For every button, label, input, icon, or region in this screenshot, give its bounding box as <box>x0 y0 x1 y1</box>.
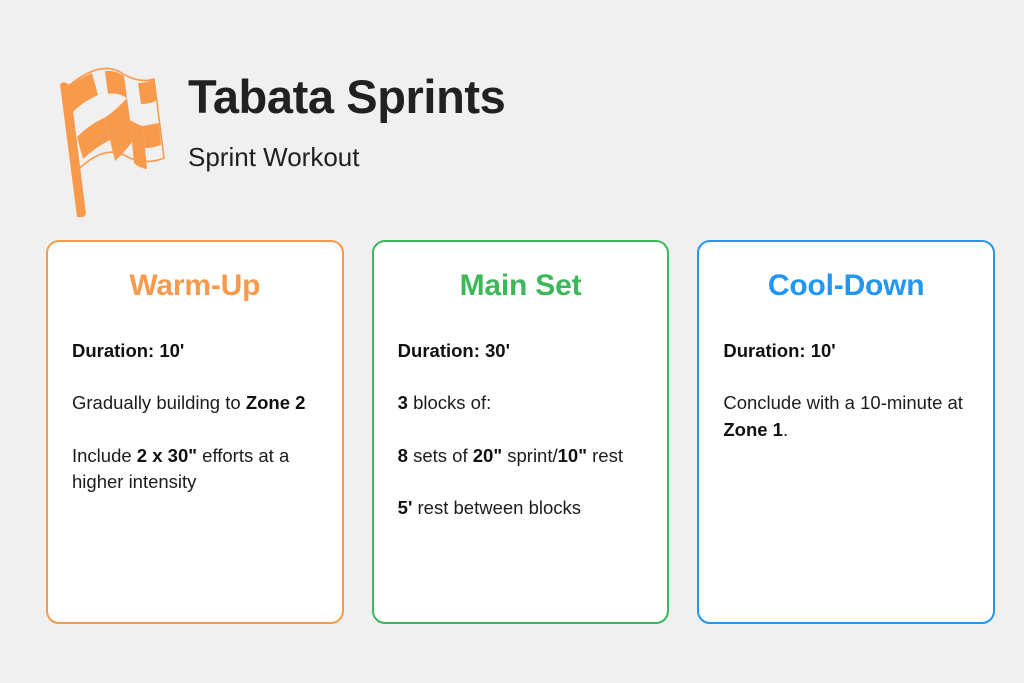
card-body-main-set: Duration: 30' 3 blocks of: 8 sets of 20" s… <box>398 338 644 521</box>
body-text: rest <box>587 444 623 466</box>
body-text: . <box>782 418 789 440</box>
page-subtitle: Sprint Workout <box>188 141 360 172</box>
emphasis-text: Duration: 10' <box>723 340 836 361</box>
emphasis-text: Zone 1 <box>723 418 783 440</box>
emphasis-text: 8 <box>397 444 408 466</box>
card-title-cool-down: Cool-Down <box>767 269 925 302</box>
emphasis-text: 2 x 30" <box>136 444 198 466</box>
body-text: Gradually building to <box>72 392 246 414</box>
body-text: rest between blocks <box>412 496 582 518</box>
card-cool-down-paragraph-1: Duration: 10' <box>723 338 969 364</box>
emphasis-text: Zone 2 <box>245 392 306 414</box>
card-warm-up[interactable]: Warm-Up Duration: 10' Gradually building … <box>46 240 344 624</box>
workout-section-cards: Warm-Up Duration: 10' Gradually building … <box>46 240 996 624</box>
emphasis-text: 20" <box>472 444 503 466</box>
body-text: Conclude with a 10-minute at <box>723 392 963 414</box>
card-main-set[interactable]: Main Set Duration: 30' 3 blocks of: 8 sets… <box>371 240 670 624</box>
body-text: blocks of: <box>407 392 492 414</box>
card-body-warm-up: Duration: 10' Gradually building to Zone … <box>72 338 318 495</box>
card-title-warm-up: Warm-Up <box>129 269 261 302</box>
emphasis-text: Duration: 30' <box>397 340 510 361</box>
header-text-group: Tabata Sprints Sprint Workout <box>188 58 506 173</box>
card-main-set-paragraph-2: 3 blocks of: <box>398 390 644 416</box>
card-body-cool-down: Duration: 10' Conclude with a 10-minute a… <box>723 338 969 443</box>
emphasis-text: 3 <box>397 392 408 414</box>
card-title-main-set: Main Set <box>459 269 582 302</box>
card-warm-up-paragraph-3: Include 2 x 30" efforts at a higher inte… <box>72 443 318 496</box>
emphasis-text: 10" <box>557 444 587 466</box>
body-text: sprint/ <box>502 444 558 466</box>
body-text: efforts at a higher intensity <box>72 444 290 492</box>
card-warm-up-paragraph-1: Duration: 10' <box>72 338 318 364</box>
card-warm-up-paragraph-2: Gradually building to Zone 2 <box>72 390 318 416</box>
body-text: sets of <box>407 444 473 466</box>
page-title: Tabata Sprints <box>188 70 506 123</box>
card-main-set-paragraph-1: Duration: 30' <box>398 338 644 364</box>
body-text: Include <box>72 444 137 466</box>
card-cool-down[interactable]: Cool-Down Duration: 10' Conclude with a 1… <box>697 240 996 624</box>
card-main-set-paragraph-3: 8 sets of 20" sprint/10" rest <box>398 443 644 469</box>
card-main-set-paragraph-4: 5' rest between blocks <box>398 495 644 521</box>
checkered-flag-icon <box>46 62 176 218</box>
page-header: Tabata Sprints Sprint Workout <box>46 58 506 218</box>
card-cool-down-paragraph-2: Conclude with a 10-minute at Zone 1. <box>723 390 969 443</box>
emphasis-text: 5' <box>397 496 413 518</box>
emphasis-text: Duration: 10' <box>72 340 185 361</box>
